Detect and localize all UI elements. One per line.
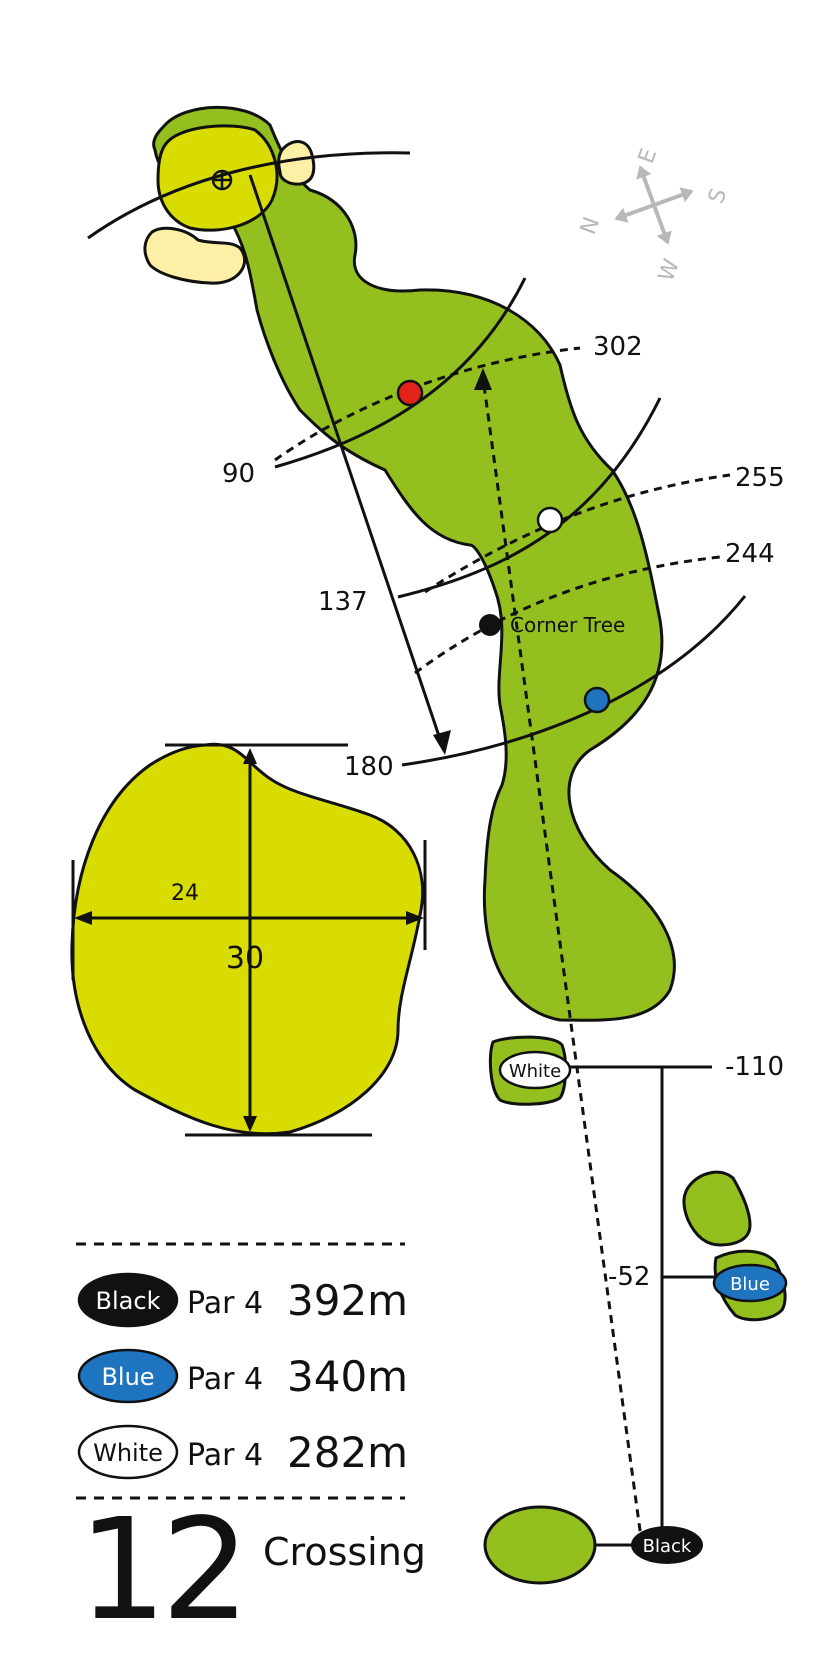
pin-icon xyxy=(211,169,233,191)
tee-par-black: Par 4 xyxy=(187,1286,263,1321)
tee-row-white: White Par 4 282m xyxy=(77,1424,408,1480)
tee-par-blue: Par 4 xyxy=(187,1362,263,1397)
green-width-label: 24 xyxy=(171,881,199,906)
arc-flag xyxy=(87,151,411,240)
label-180: 180 xyxy=(344,752,394,782)
marker-red xyxy=(396,379,424,407)
tee-offset-lines xyxy=(568,1065,720,1547)
tee-badge-black xyxy=(77,1272,179,1328)
compass-w: W xyxy=(654,256,685,285)
label-244: 244 xyxy=(725,539,775,569)
tee-name-black: Black xyxy=(96,1287,161,1315)
tee-par-white: Par 4 xyxy=(187,1438,263,1473)
green-to-180-arrow xyxy=(433,730,451,755)
svg-text:Blue: Blue xyxy=(730,1274,770,1295)
compass-rose-icon xyxy=(614,165,694,245)
corner-tree-label: Corner Tree xyxy=(510,613,625,637)
tee-row-blue: Blue Par 4 340m xyxy=(77,1348,408,1404)
tee-row-black: Black Par 4 392m xyxy=(77,1272,408,1328)
label-302: 302 xyxy=(593,332,643,362)
green-dimension-lines xyxy=(71,743,427,1137)
tee-marker-blue: Blue xyxy=(712,1263,788,1303)
label-255: 255 xyxy=(735,463,785,493)
hole-name: Crossing xyxy=(263,1530,426,1574)
corner-tree-icon xyxy=(479,614,501,636)
compass-e: E xyxy=(634,145,662,167)
bunker-right xyxy=(277,140,316,186)
tee-marker-black: Black xyxy=(631,1526,703,1564)
compass-s: S xyxy=(704,185,732,207)
tee-marker-white: White xyxy=(498,1050,572,1090)
green-dimension-arrows xyxy=(74,748,424,1132)
marker-white xyxy=(536,506,564,534)
putting-green xyxy=(156,124,279,232)
tee-length-white: 282m xyxy=(287,1428,408,1477)
svg-text:White: White xyxy=(509,1061,561,1082)
tee-badge-blue xyxy=(77,1348,179,1404)
label-90: 90 xyxy=(222,459,255,489)
label-137: 137 xyxy=(318,587,368,617)
arc-244 xyxy=(414,555,721,675)
green-to-180-line xyxy=(248,174,445,749)
tee-box-blue-upper xyxy=(682,1170,752,1247)
tee-badge-white xyxy=(77,1424,179,1480)
green-depth-label: 30 xyxy=(226,941,264,976)
label-tee-blue-offset: -52 xyxy=(608,1262,650,1292)
tee-length-blue: 340m xyxy=(287,1352,408,1401)
svg-text:Black: Black xyxy=(643,1536,692,1557)
hole-number: 12 xyxy=(78,1489,244,1652)
compass-n: N xyxy=(576,214,605,238)
arc-255 xyxy=(424,473,731,594)
tee-name-blue: Blue xyxy=(101,1363,154,1391)
label-tee-white-offset: -110 xyxy=(725,1052,784,1082)
tee-line-arrow xyxy=(474,368,492,390)
tee-line xyxy=(481,377,644,1546)
tee-box-black xyxy=(483,1505,597,1585)
bunker-left xyxy=(143,226,247,285)
tee-name-white: White xyxy=(93,1439,163,1467)
tee-length-black: 392m xyxy=(287,1276,408,1325)
marker-blue xyxy=(583,686,611,714)
green-enlargement xyxy=(70,742,425,1136)
fairway xyxy=(152,105,676,1022)
